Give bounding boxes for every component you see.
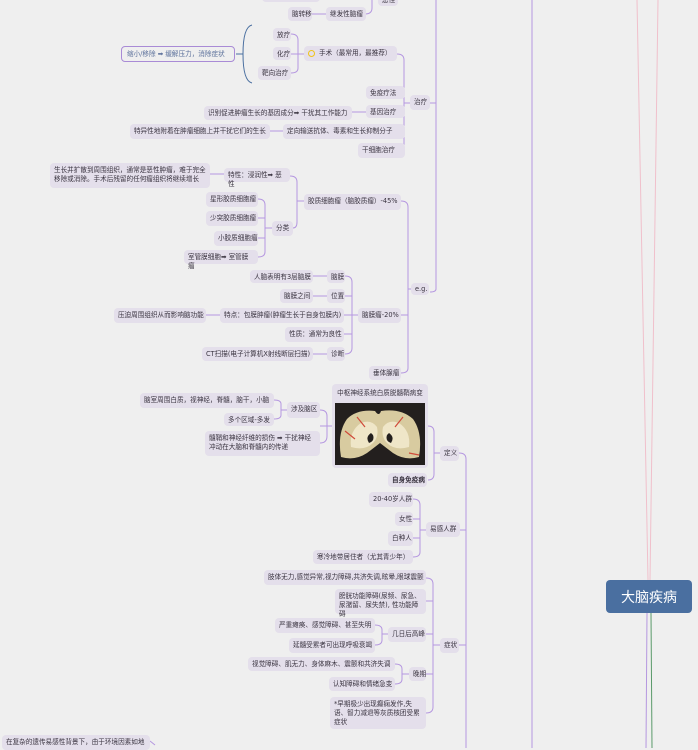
node-classification[interactable]: 分类 [272, 221, 293, 236]
node-cause-note[interactable]: 在复杂的遗传易感性背景下，由于环境因素如地 [2, 735, 150, 750]
node-caucasian[interactable]: 白种人 [388, 531, 413, 546]
node-age-group[interactable]: 20-40岁人群 [369, 492, 413, 507]
node-location[interactable]: 位置 [327, 289, 345, 303]
surgery-note[interactable]: 缩小/移除 ➡ 缓解压力，消除症状 [121, 46, 235, 62]
node-surgery[interactable]: 手术（最常用，最推荐） [304, 46, 397, 61]
node-autoimmune[interactable]: 自身免疫病 [388, 473, 427, 487]
glioma-note[interactable]: 生长并扩散到周围组织，通常是恶性肿瘤，难于完全移除或消除。手术后残留的任何瘤组织… [50, 163, 210, 188]
directed-delivery-note[interactable]: 特异性地附着在肿瘤细胞上并干扰它们的生长 [130, 124, 270, 139]
node-symptoms[interactable]: 症状 [440, 638, 459, 653]
node-meningioma[interactable]: 脑膜瘤-20% [358, 308, 401, 323]
root-node[interactable]: 大脑疾病 [606, 580, 692, 613]
node-glioma[interactable]: 胶质细胞瘤（脑胶质瘤）-45% [304, 194, 401, 210]
feature-note[interactable]: 压迫周围组织从而影响脑功能 [114, 308, 206, 323]
node-brain-metastasis[interactable]: 脑转移 [288, 7, 312, 21]
location-note[interactable]: 脑膜之间 [280, 289, 313, 303]
image-node[interactable]: 中枢神经系统白质脱髓鞘病变 [332, 384, 428, 468]
node-feature[interactable]: 特点：包膜肿瘤(肿瘤生长于自身包膜内) [220, 308, 344, 323]
node-late-cognitive[interactable]: 认知障碍和情绪急变 [329, 677, 395, 691]
marker-icon [308, 49, 315, 57]
node-astrocytoma[interactable]: 星形胶质细胞瘤 [206, 192, 258, 207]
node-brain-areas[interactable]: 涉及脑区 [287, 402, 320, 418]
node-microglioma[interactable]: 小胶质细胞瘤 [214, 231, 258, 246]
node-susceptible[interactable]: 易感人群 [426, 522, 460, 537]
node-oligodendroglioma[interactable]: 少突胶质细胞瘤 [206, 211, 258, 226]
node-late[interactable]: 晚期 [409, 667, 426, 681]
node-late-vision[interactable]: 视觉障碍、肌无力、身体麻木、震颤和共济失调 [248, 657, 395, 671]
node-nature[interactable]: 性质：通常为良性 [285, 327, 344, 342]
node-gene-therapy[interactable]: 基因治疗 [366, 105, 405, 118]
node-pituitary-adenoma[interactable]: 垂体腺瘤 [369, 366, 401, 380]
node-symptom-limb[interactable]: 肢体无力,感觉异常,视力障碍,共济失调,眩晕,眼球震颤 [264, 570, 426, 585]
node-targeted-therapy[interactable]: 靶向治疗 [258, 66, 291, 80]
node-ependymoma[interactable]: 室管膜细胞➡ 室管膜瘤 [184, 250, 258, 270]
node-peak-respiratory[interactable]: 延髓受累者可出现呼吸衰竭 [289, 638, 375, 653]
node-meninges[interactable]: 脑膜 [327, 270, 345, 283]
node-symptom-bladder[interactable]: 膀胱功能障碍(尿频、尿急、尿潴留、尿失禁), 性功能障碍 [335, 589, 426, 618]
node-radiotherapy[interactable]: 放疗 [273, 28, 291, 41]
node-eg[interactable]: e.g. [411, 283, 429, 295]
node-treatment[interactable]: 治疗 [410, 95, 430, 110]
node-directed-delivery[interactable]: 定向输送抗体、毒素和生长抑制分子 [283, 124, 405, 139]
node-multiple-areas[interactable]: 多个区域-多发 [224, 413, 274, 426]
node-ct-scan[interactable]: CT扫描(电子计算机X射线断层扫描) [202, 347, 313, 361]
node-malignant[interactable]: 恶性 [378, 0, 398, 6]
node-secondary-brain-tumor[interactable]: 继发性脑瘤 [326, 7, 366, 21]
node-cut-top[interactable] [262, 0, 320, 2]
gene-therapy-note[interactable]: 识别促进肿瘤生长的基因成分➡ 干扰其工作能力 [204, 106, 352, 120]
node-glioma-trait[interactable]: 特性：浸润性➡ 恶性 [224, 168, 290, 188]
node-immunotherapy[interactable]: 免疫疗法 [366, 86, 405, 99]
node-diagnosis[interactable]: 诊断 [327, 347, 345, 361]
node-early[interactable]: *早期极少出现癫痫发作,失语、智力减退等灰质核团受累症状 [330, 697, 426, 729]
node-stem-cell-therapy[interactable]: 干细胞治疗 [358, 143, 405, 158]
meninges-note[interactable]: 人脑表明有3层脑膜 [250, 270, 313, 283]
node-definition[interactable]: 定义 [440, 446, 459, 461]
brain-section-image [335, 403, 425, 465]
node-cold-region[interactable]: 寒冷地带居住者（尤其青少年） [313, 550, 413, 564]
image-caption: 中枢神经系统白质脱髓鞘病变 [337, 389, 423, 397]
node-peak-paralysis[interactable]: 严重瘫痪、感觉障碍、甚至失明 [275, 618, 375, 633]
node-female[interactable]: 女性 [395, 512, 413, 526]
node-myelin-damage[interactable]: 髓鞘和神经纤维的损伤 ➡ 干扰神经冲动在大脑和脊髓内的传递 [205, 431, 320, 456]
node-peak[interactable]: 几日后高峰 [388, 627, 426, 642]
node-chemotherapy[interactable]: 化疗 [273, 47, 291, 60]
node-areas-list[interactable]: 脑室周围白质，视神经，脊髓，脑干，小脑 [140, 393, 274, 408]
